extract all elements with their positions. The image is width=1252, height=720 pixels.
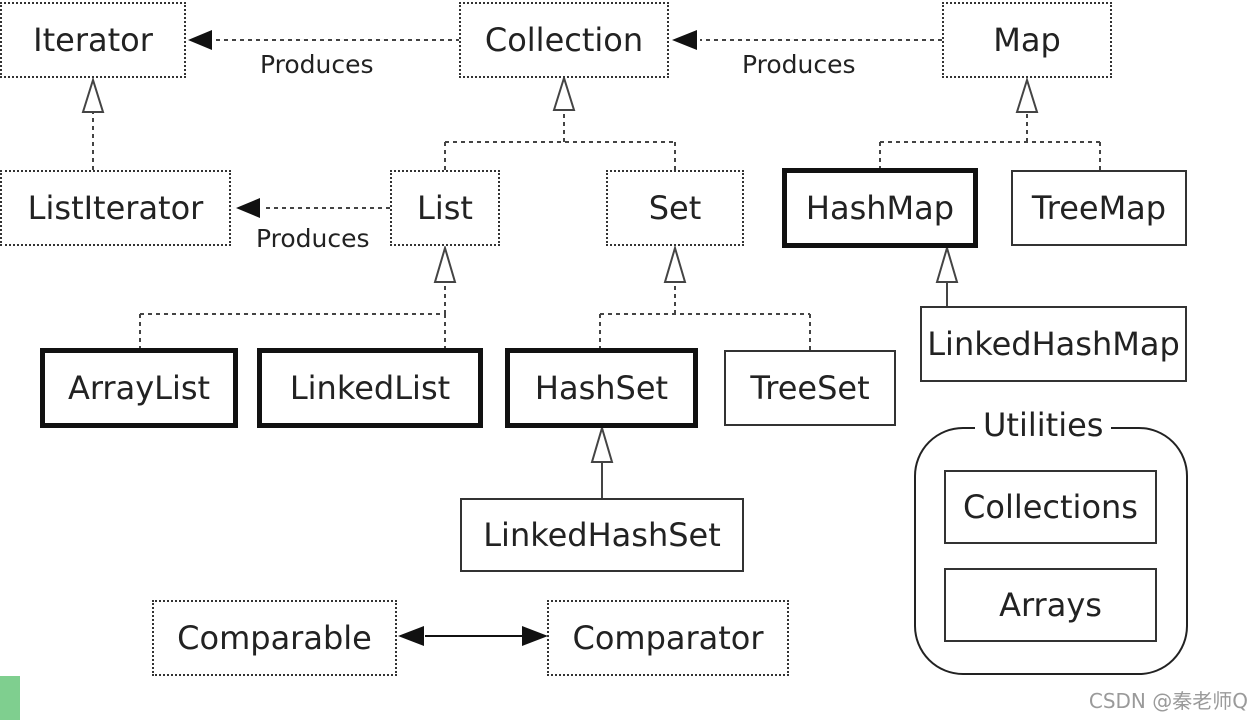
set-node: Set: [606, 170, 744, 246]
map-node: Map: [942, 2, 1112, 78]
arrays-node: Arrays: [944, 568, 1157, 642]
treemap-node: TreeMap: [1011, 170, 1187, 246]
linkedhashmap-label: LinkedHashMap: [927, 325, 1180, 363]
iterator-node: Iterator: [0, 2, 186, 78]
arrays-label: Arrays: [999, 586, 1102, 624]
collection-label: Collection: [484, 21, 644, 59]
linkedhashset-node: LinkedHashSet: [460, 498, 744, 572]
green-edge-marker: [0, 676, 20, 720]
linkedlist-node: LinkedList: [257, 348, 483, 428]
listiterator-label: ListIterator: [27, 189, 204, 227]
list-node: List: [390, 170, 500, 246]
hashmap-label: HashMap: [805, 189, 955, 227]
treemap-label: TreeMap: [1031, 189, 1167, 227]
arraylist-label: ArrayList: [67, 369, 211, 407]
hashset-label: HashSet: [534, 369, 669, 407]
treeset-node: TreeSet: [724, 350, 896, 426]
produces-label: Produces: [260, 50, 374, 79]
utilities-title: Utilities: [975, 406, 1112, 444]
collections-node: Collections: [944, 470, 1157, 544]
iterator-label: Iterator: [33, 21, 153, 59]
collection-node: Collection: [459, 2, 669, 78]
listiterator-node: ListIterator: [0, 170, 231, 246]
hashmap-node: HashMap: [782, 168, 978, 248]
list-label: List: [417, 189, 473, 227]
comparator-node: Comparator: [547, 600, 789, 676]
comparable-label: Comparable: [177, 619, 372, 657]
linkedhashmap-node: LinkedHashMap: [920, 306, 1187, 382]
produces-label: Produces: [256, 224, 370, 253]
set-label: Set: [648, 189, 702, 227]
linkedhashset-label: LinkedHashSet: [483, 516, 721, 554]
arraylist-node: ArrayList: [40, 348, 238, 428]
produces-label: Produces: [742, 50, 856, 79]
comparator-label: Comparator: [572, 619, 764, 657]
watermark: CSDN @秦老师Q: [1088, 689, 1248, 713]
map-label: Map: [993, 21, 1061, 59]
linkedlist-label: LinkedList: [289, 369, 451, 407]
hashset-node: HashSet: [505, 348, 698, 428]
collections-label: Collections: [963, 488, 1138, 526]
treeset-label: TreeSet: [750, 369, 870, 407]
comparable-node: Comparable: [152, 600, 397, 676]
